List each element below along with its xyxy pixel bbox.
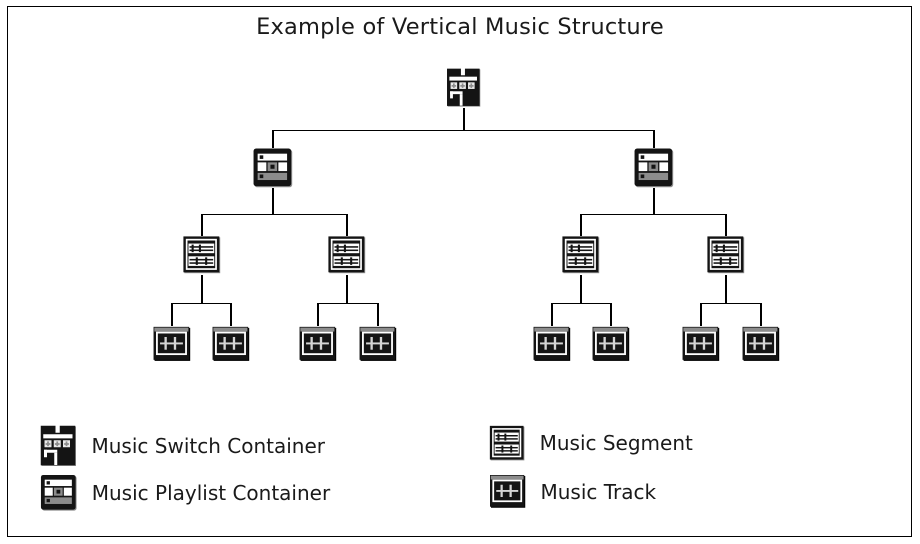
connector-bus: [317, 303, 379, 305]
connector-drop: [653, 130, 655, 148]
music-switch-container-icon[interactable]: [446, 67, 481, 108]
connector-drop: [317, 303, 319, 326]
connector-bus: [201, 214, 348, 216]
connector-bus: [272, 130, 655, 132]
music-playlist-container-icon[interactable]: [634, 148, 675, 189]
legend-label: Music Segment: [539, 431, 693, 456]
connector-bus: [700, 303, 762, 305]
music-playlist-container-icon: [40, 474, 78, 512]
connector-drop: [551, 303, 553, 326]
connector-drop: [760, 303, 762, 326]
connector-bus: [580, 214, 727, 216]
connector-stem: [653, 188, 655, 214]
music-segment-icon[interactable]: [562, 236, 601, 275]
connector-stem: [272, 188, 274, 214]
music-switch-container-icon: [40, 425, 78, 468]
music-track-icon[interactable]: [682, 326, 721, 362]
connector-stem: [201, 274, 203, 303]
music-track-icon[interactable]: [359, 326, 398, 362]
page-title: Example of Vertical Music Structure: [256, 14, 664, 40]
legend-entry-music-playlist-container: Music Playlist Container: [40, 474, 330, 512]
connector-bus: [171, 303, 232, 305]
connector-drop: [725, 214, 727, 236]
legend-label: Music Track: [540, 479, 657, 504]
connector-drop: [201, 214, 203, 236]
connector-drop: [272, 130, 274, 148]
connector-bus: [551, 303, 612, 305]
connector-drop: [700, 303, 702, 326]
connector-drop: [377, 303, 379, 326]
legend-entry-music-track: Music Track: [489, 474, 656, 509]
music-segment-icon[interactable]: [328, 236, 367, 275]
music-track-icon[interactable]: [212, 326, 251, 362]
music-segment-icon: [489, 425, 526, 462]
legend-label: Music Playlist Container: [91, 480, 331, 505]
connector-stem: [580, 274, 582, 303]
music-segment-icon[interactable]: [183, 236, 222, 275]
music-track-icon[interactable]: [153, 326, 192, 362]
music-track-icon[interactable]: [592, 326, 631, 362]
connector-drop: [346, 214, 348, 236]
connector-stem: [346, 274, 348, 303]
music-track-icon: [489, 474, 527, 509]
connector-drop: [230, 303, 232, 326]
connector-drop: [580, 214, 582, 236]
music-track-icon[interactable]: [533, 326, 572, 362]
connector-drop: [171, 303, 173, 326]
legend-label: Music Switch Container: [91, 434, 325, 459]
music-segment-icon[interactable]: [707, 236, 746, 275]
legend-entry-music-switch-container: Music Switch Container: [40, 425, 325, 468]
legend-entry-music-segment: Music Segment: [489, 425, 693, 462]
music-track-icon[interactable]: [299, 326, 338, 362]
music-track-icon[interactable]: [742, 326, 781, 362]
connector-stem: [725, 274, 727, 303]
connector-drop: [610, 303, 612, 326]
music-playlist-container-icon[interactable]: [253, 148, 294, 189]
connector-stem: [463, 108, 465, 130]
